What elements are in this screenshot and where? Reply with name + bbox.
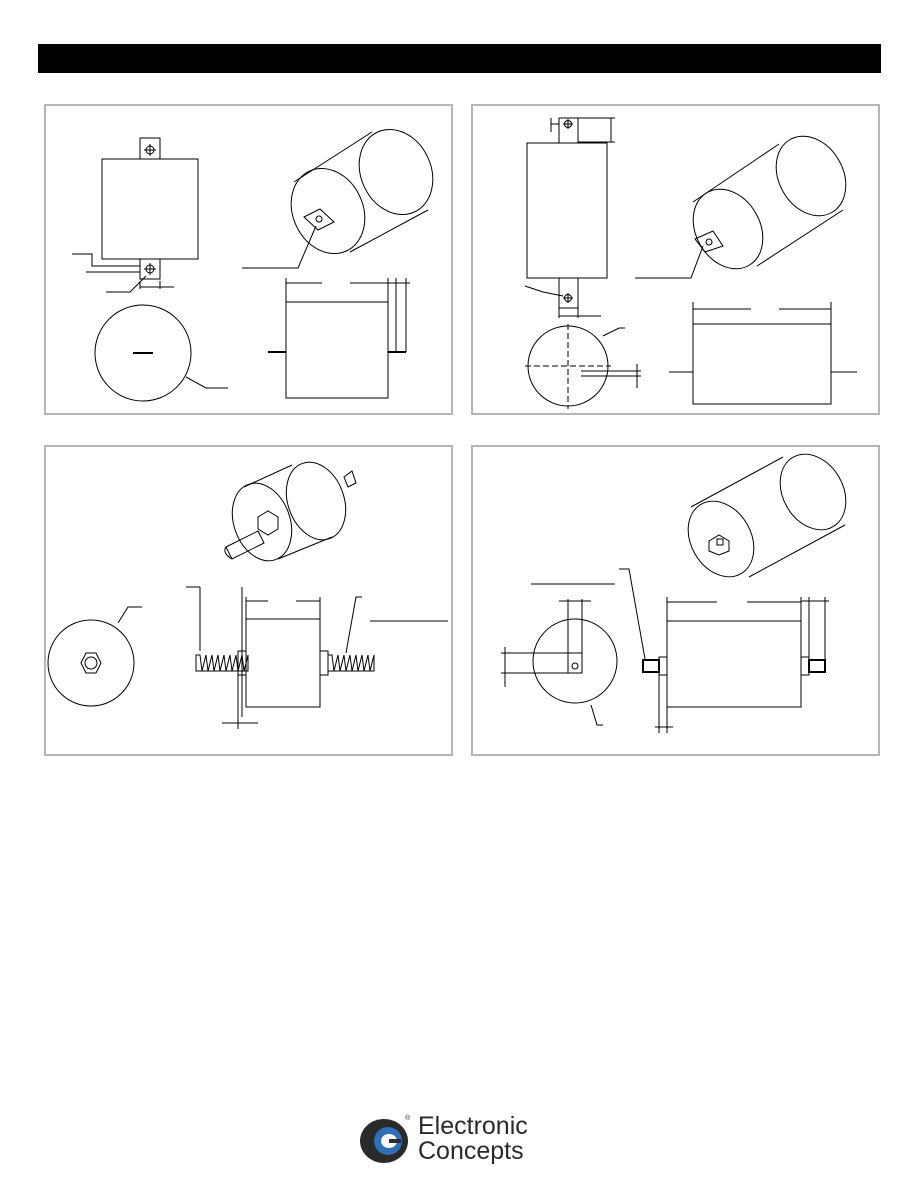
drawing-panel-threaded-stud — [44, 445, 453, 756]
body-side-view — [667, 621, 801, 707]
bottom-tab — [559, 278, 578, 308]
drawing-flat-tab-offset — [473, 106, 878, 413]
iso-end-face — [278, 156, 379, 265]
drawing-panel-flat-tab-offset — [471, 104, 880, 415]
iso-end-face — [222, 475, 302, 569]
drawing-panel-flat-tab — [44, 104, 453, 415]
bottom-tab — [140, 259, 160, 279]
end-view — [48, 620, 134, 706]
end-hex-nut — [81, 653, 101, 673]
title-bar — [38, 44, 881, 73]
body-side-view — [286, 302, 388, 398]
iso-insert-block — [709, 535, 729, 555]
logo-line-concepts: Concepts — [418, 1137, 524, 1165]
right-insert — [801, 657, 809, 675]
logo-mark-icon — [360, 1119, 408, 1163]
logo-wordmark: Electronic Concepts — [418, 1114, 528, 1164]
left-insert — [659, 657, 667, 675]
top-tab — [140, 138, 160, 159]
iso-hex-nut — [258, 511, 278, 535]
iso-tab — [695, 231, 723, 252]
body-side-view — [693, 324, 831, 404]
end-insert — [568, 653, 582, 673]
body-front-view — [527, 143, 607, 278]
registered-mark: ® — [405, 1115, 411, 1122]
iso-far-face — [762, 124, 859, 229]
end-view — [533, 619, 617, 703]
top-tab — [559, 118, 578, 143]
iso-stud-right — [344, 471, 356, 487]
iso-end-face — [675, 489, 767, 588]
drawing-panel-threaded-insert — [471, 445, 880, 756]
iso-tab — [304, 209, 334, 230]
right-hex — [320, 651, 328, 675]
left-thread — [196, 655, 248, 671]
drawing-threaded-insert — [473, 447, 878, 754]
end-view — [95, 305, 191, 401]
body-front-view — [102, 159, 198, 259]
iso-stud-left — [226, 531, 264, 559]
electronic-concepts-logo: ® Electronic Concepts — [358, 1112, 568, 1170]
logo-line-electronic: Electronic — [418, 1112, 528, 1140]
iso-end-face — [679, 177, 776, 282]
iso-far-face — [346, 117, 447, 226]
right-screw — [809, 660, 825, 672]
right-thread — [328, 655, 374, 671]
drawing-flat-tab — [46, 106, 451, 413]
left-screw — [643, 660, 659, 672]
body-side-view — [246, 619, 320, 707]
drawing-threaded-stud — [46, 447, 451, 754]
